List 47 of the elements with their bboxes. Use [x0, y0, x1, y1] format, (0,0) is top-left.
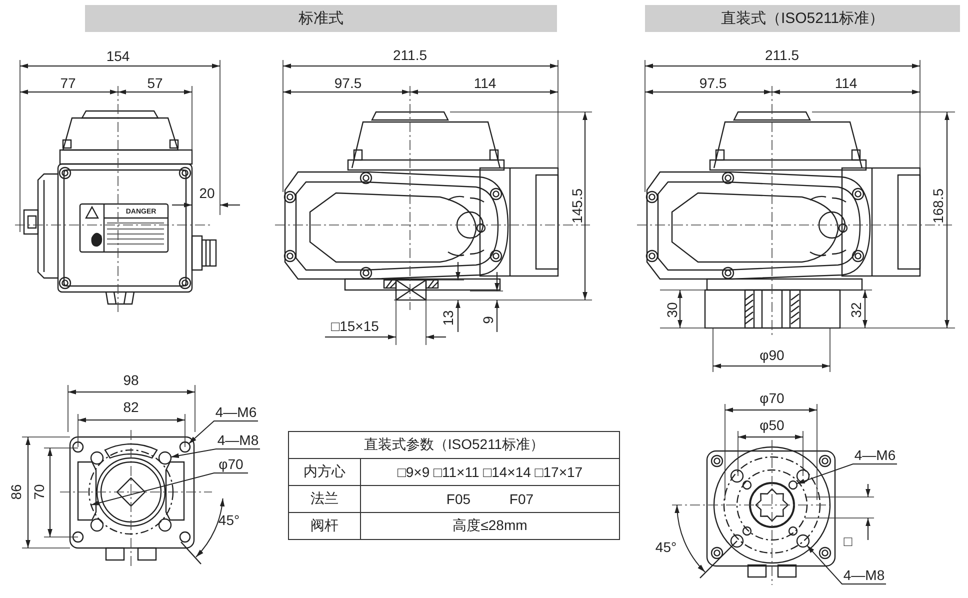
- header-band: 直装式（ISO5211标准）: [645, 5, 960, 32]
- dimension-label: 32: [849, 302, 863, 318]
- dimension-label: □: [844, 534, 852, 548]
- dimension-label: □15×15: [331, 319, 379, 333]
- dimension-label: 13: [441, 310, 455, 326]
- dimension-label: 97.5: [334, 76, 362, 90]
- dimension-label: 70: [32, 484, 46, 500]
- callout-label: 4—M8: [842, 566, 886, 583]
- dimension-label: 145.5: [570, 188, 584, 224]
- dimension-label: 77: [60, 76, 76, 90]
- leader-line: [796, 464, 898, 484]
- dimension-label: 154: [106, 49, 130, 63]
- dimension-label: 82: [123, 400, 139, 414]
- leader-line: [170, 448, 260, 458]
- callout-label: φ70: [214, 455, 248, 472]
- dimension-label: 168.5: [931, 188, 945, 224]
- dimension-label: 30: [665, 302, 679, 318]
- dimension-label: 57: [147, 76, 163, 90]
- dimension-label: 114: [474, 76, 496, 90]
- dimension-label: 97.5: [699, 76, 727, 90]
- dimension-label: 211.5: [765, 48, 799, 62]
- dimension-label: 98: [123, 373, 139, 387]
- dimension-label: 86: [9, 484, 23, 500]
- header-band: 标准式: [85, 5, 557, 32]
- dimension-label: 45°: [218, 513, 240, 527]
- table-cell: 阀杆: [288, 512, 361, 540]
- table-cell: 高度≤28mm: [360, 512, 620, 540]
- bolt-hole: [788, 480, 798, 490]
- table-cell: 直装式参数（ISO5211标准）: [288, 431, 620, 459]
- bolt-circle: [88, 449, 174, 535]
- leader-line: [90, 472, 248, 506]
- leader-line: [188, 420, 258, 444]
- bolt-hole: [158, 451, 172, 465]
- dimension-label: φ50: [760, 418, 784, 432]
- leader-line: [806, 544, 886, 584]
- dimension-label: φ90: [760, 348, 784, 362]
- bolt-hole: [179, 441, 191, 453]
- dimension-label: 45°: [655, 540, 677, 554]
- callout-label: 4—M6: [853, 446, 897, 463]
- dimension-label: 211.5: [393, 48, 427, 62]
- callout-label: 4—M8: [216, 431, 260, 448]
- bolt-hole: [796, 534, 810, 548]
- dimension-label: φ70: [760, 391, 784, 405]
- callout-label: 4—M6: [214, 403, 258, 420]
- dimension-label: 114: [834, 76, 858, 90]
- dimension-label: 20: [199, 186, 215, 200]
- dimension-label: 9: [481, 316, 495, 324]
